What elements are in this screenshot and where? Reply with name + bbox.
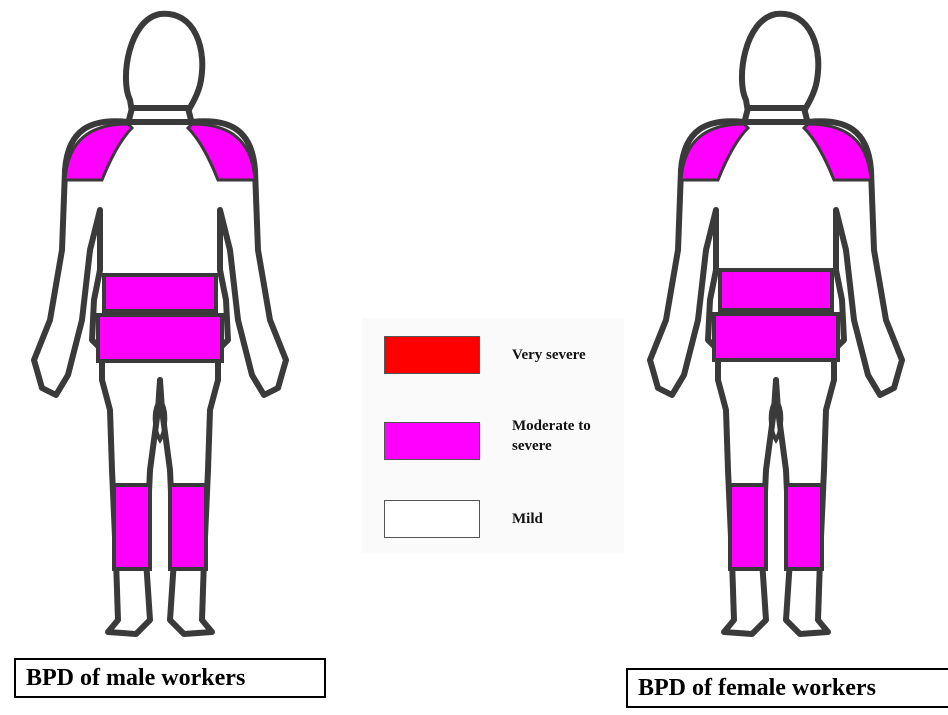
legend-label-mild: Mild [512, 509, 543, 529]
lower-back-region [104, 275, 216, 311]
body-outline [650, 121, 902, 634]
female-caption: BPD of female workers [626, 668, 948, 708]
body-outline [34, 121, 286, 634]
hip-region [714, 314, 838, 360]
lower-back-region [720, 270, 832, 310]
male-body-figure [20, 0, 310, 650]
legend-swatch-mild [384, 500, 480, 538]
head [742, 14, 818, 112]
calf-right-region [786, 485, 822, 569]
legend-swatch-moderate [384, 422, 480, 460]
calf-left-region [114, 485, 150, 569]
female-body-figure [636, 0, 926, 650]
male-caption: BPD of male workers [14, 658, 326, 698]
calf-left-region [730, 485, 766, 569]
hip-region [98, 315, 222, 361]
legend-swatch-very-severe [384, 336, 480, 374]
severity-legend: Very severe Moderate to severe Mild [362, 318, 624, 553]
legend-label-very-severe: Very severe [512, 345, 586, 365]
legend-label-moderate: Moderate to severe [512, 416, 612, 456]
calf-right-region [170, 485, 206, 569]
head [126, 14, 202, 112]
